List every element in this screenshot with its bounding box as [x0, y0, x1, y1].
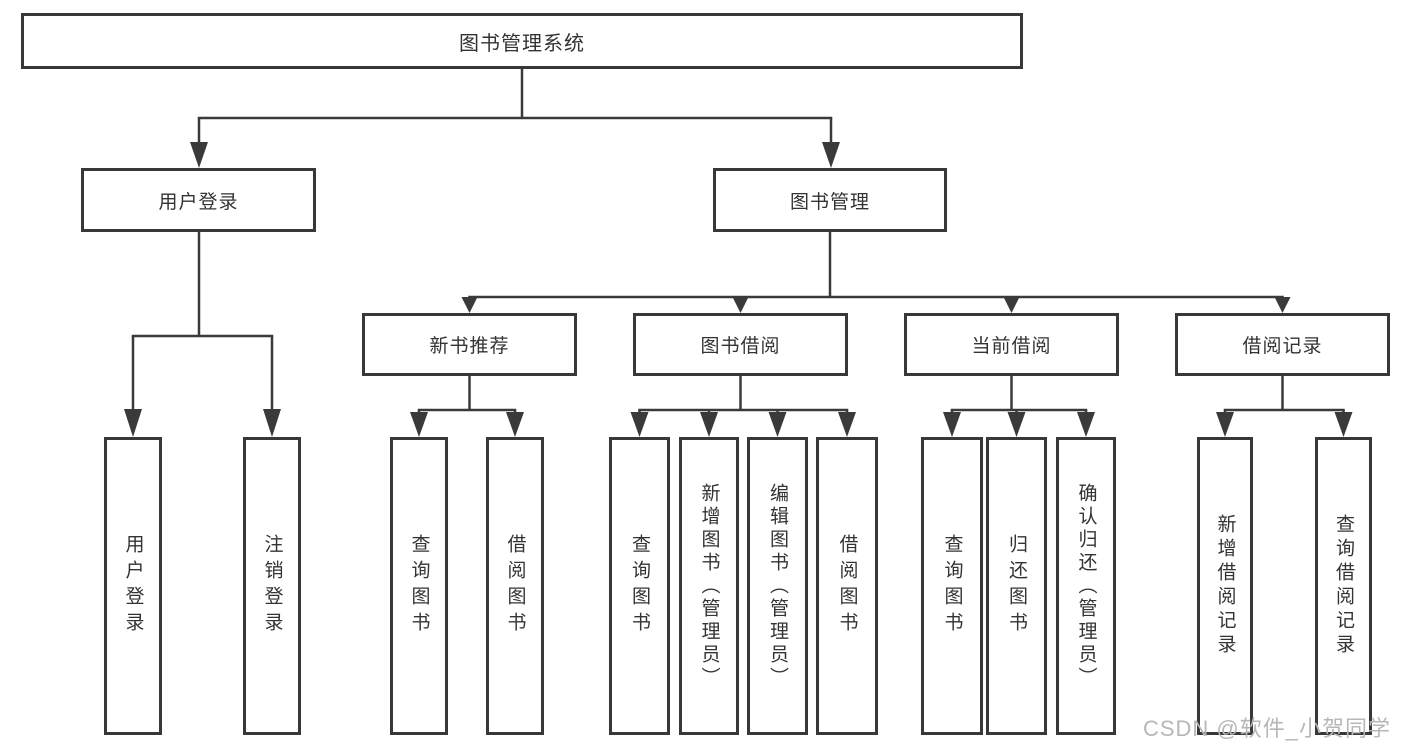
leaf-edit-books-admin: 编辑图书（管理员）	[747, 437, 808, 735]
node-new-book-recommendation: 新书推荐	[362, 313, 577, 376]
leaf-confirm-return-admin: 确认归还（管理员）	[1056, 437, 1116, 735]
connector-current-borrowing-to-leaves	[943, 376, 1095, 437]
leaf-borrow-books-borrowing: 借阅图书	[816, 437, 878, 735]
node-current-borrowing-label: 当前借阅	[971, 336, 1052, 357]
leaf-add-books-admin: 新增图书（管理员）	[679, 437, 739, 735]
connector-borrowing-records-to-leaves	[1216, 376, 1353, 437]
leaf-borrow-books-recommend: 借阅图书	[486, 437, 544, 735]
leaf-query-books-current-label: 查询图书	[941, 534, 963, 638]
root-node-library-management-system: 图书管理系统	[21, 13, 1023, 69]
node-user-login-label: 用户登录	[158, 191, 239, 213]
leaf-query-books-borrowing-label: 查询图书	[629, 534, 650, 638]
leaf-query-books-recommend: 查询图书	[390, 437, 448, 735]
node-borrowing-records-label: 借阅记录	[1242, 336, 1323, 357]
leaf-query-books-recommend-label: 查询图书	[408, 534, 430, 638]
leaf-return-books-label: 归还图书	[1006, 534, 1027, 638]
leaf-add-borrow-record: 新增借阅记录	[1197, 437, 1253, 735]
node-new-book-recommendation-label: 新书推荐	[429, 336, 510, 357]
leaf-logout-login-label: 注销登录	[261, 534, 283, 638]
node-book-borrowing-label: 图书借阅	[700, 336, 781, 357]
node-current-borrowing: 当前借阅	[904, 313, 1119, 376]
leaf-borrow-books-recommend-label: 借阅图书	[504, 534, 526, 638]
leaf-query-borrow-record: 查询借阅记录	[1315, 437, 1372, 735]
leaf-query-books-current: 查询图书	[921, 437, 983, 735]
node-borrowing-records: 借阅记录	[1175, 313, 1390, 376]
leaf-logout-login: 注销登录	[243, 437, 301, 735]
connector-root-to-level2	[190, 69, 840, 168]
node-book-borrowing: 图书借阅	[633, 313, 848, 376]
node-book-management: 图书管理	[713, 168, 947, 232]
node-user-login: 用户登录	[81, 168, 316, 232]
connector-user-login-to-leaves	[124, 232, 281, 437]
connector-book-management-to-level3	[461, 232, 1291, 313]
leaf-add-borrow-record-label: 新增借阅记录	[1214, 514, 1236, 658]
connector-book-borrowing-to-leaves	[630, 376, 856, 437]
leaf-return-books: 归还图书	[986, 437, 1047, 735]
leaf-user-login-label: 用户登录	[122, 534, 144, 638]
leaf-edit-books-admin-label: 编辑图书（管理员）	[767, 482, 788, 690]
leaf-query-books-borrowing: 查询图书	[609, 437, 670, 735]
leaf-add-books-admin-label: 新增图书（管理员）	[698, 482, 720, 690]
csdn-watermark: CSDN @软件_小贺同学	[1142, 716, 1391, 741]
leaf-user-login: 用户登录	[104, 437, 162, 735]
leaf-confirm-return-admin-label: 确认归还（管理员）	[1075, 482, 1097, 690]
leaf-query-borrow-record-label: 查询借阅记录	[1333, 514, 1354, 658]
node-book-management-label: 图书管理	[789, 191, 870, 213]
leaf-borrow-books-borrowing-label: 借阅图书	[836, 534, 858, 638]
root-node-label: 图书管理系统	[459, 32, 585, 55]
connector-new-book-recommendation-to-leaves	[410, 376, 524, 437]
